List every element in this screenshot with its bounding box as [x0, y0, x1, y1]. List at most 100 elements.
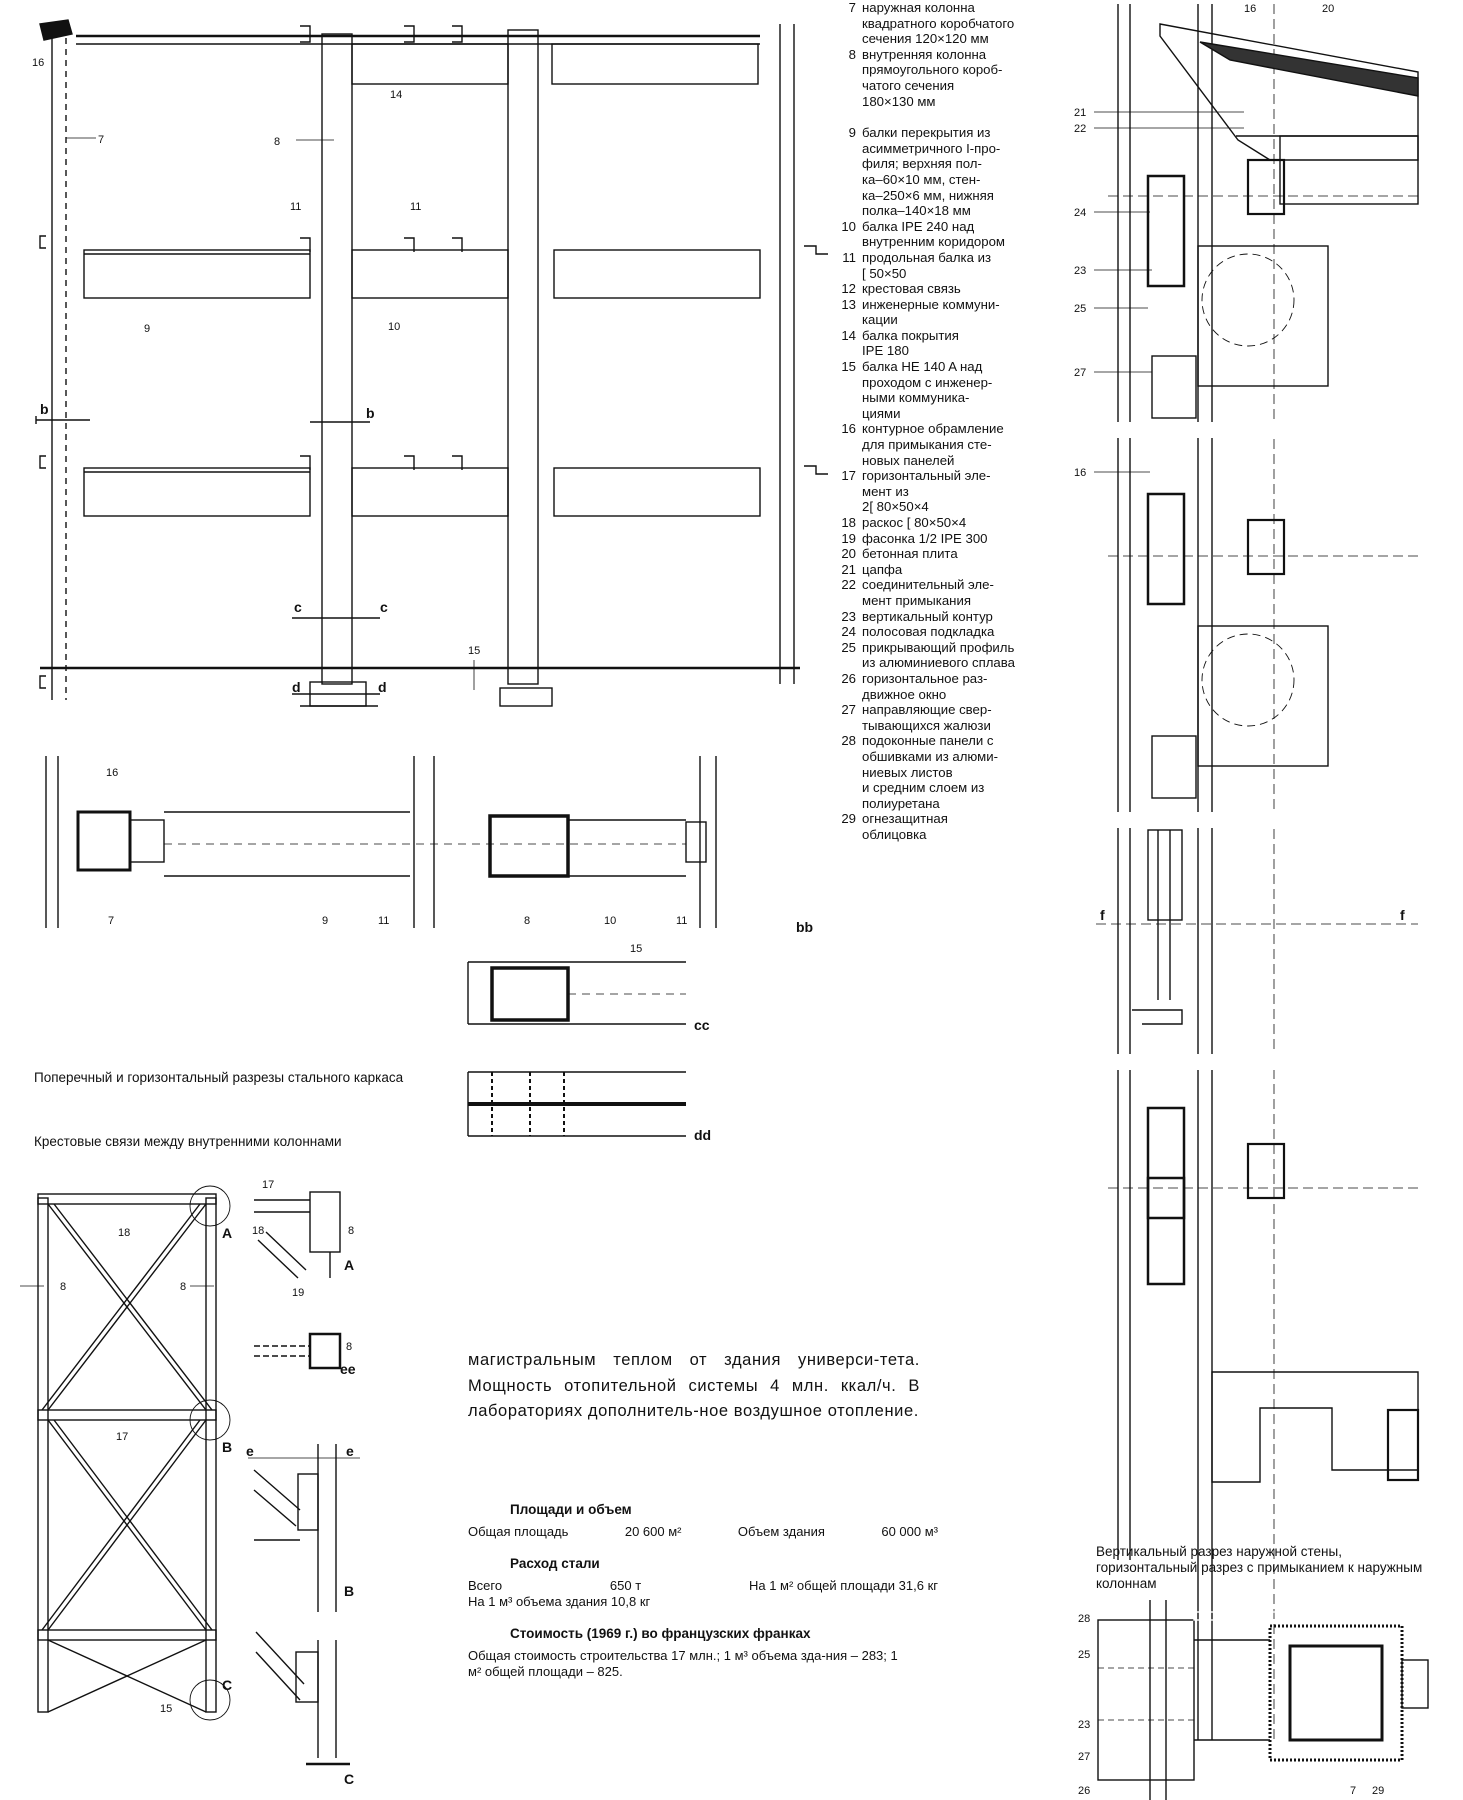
- legend-text: горизонтальный эле- мент из 2[ 80×50×4: [862, 468, 991, 515]
- label-bb-10: 10: [604, 915, 616, 927]
- label-brace-15: 15: [160, 1703, 172, 1715]
- label-det-B: B: [344, 1583, 354, 1599]
- label-B: B: [222, 1439, 232, 1455]
- legend-text: крестовая связь: [862, 281, 961, 297]
- legend-number: 13: [841, 296, 856, 312]
- steel-per-volume: На 1 м³ объема здания 10,8 кг: [468, 1594, 651, 1609]
- legend-text: раскос [ 80×50×4: [862, 515, 967, 530]
- legend-text: наружная колонна квадратного коробчатого…: [862, 0, 1015, 47]
- legend-text: цапфа: [862, 561, 903, 577]
- legend-item: 21 цапфа: [836, 562, 1068, 578]
- total-area-value: 20 600 м²: [624, 1524, 682, 1539]
- legend-text: огнезащитная облицовка: [862, 811, 948, 842]
- label-wall-23b: 23: [1078, 1719, 1090, 1731]
- label-det-A: A: [344, 1257, 354, 1273]
- caption-wall-section: Вертикальный разрез наружной стены, гори…: [1096, 1544, 1423, 1591]
- legend-number: 24: [841, 624, 856, 640]
- label-wall-25b: 25: [1078, 1649, 1090, 1661]
- label-det-C: C: [344, 1771, 354, 1787]
- volume-label: Объем здания: [737, 1524, 825, 1539]
- label-C: C: [222, 1677, 232, 1693]
- wall-horizontal-section: [1097, 1600, 1463, 1800]
- legend-text: полосовая подкладка: [862, 624, 995, 640]
- legend-item: 18 раскос [ 80×50×4: [836, 515, 1068, 531]
- legend-number: 19: [841, 530, 856, 546]
- label-18: 18: [118, 1227, 130, 1239]
- steel-total-value: 650 т: [609, 1578, 642, 1593]
- label-ee: ee: [340, 1361, 356, 1377]
- label-e-right: e: [346, 1443, 354, 1459]
- legend-number: 23: [841, 608, 856, 624]
- label-det-17: 17: [262, 1179, 274, 1191]
- legend-number: 18: [841, 515, 856, 530]
- label-wall-27b: 27: [1078, 1751, 1090, 1763]
- legend-number: 11: [842, 249, 856, 265]
- legend-item: 12 крестовая связь: [836, 281, 1068, 297]
- total-area-label: Общая площадь: [468, 1524, 569, 1539]
- label-wall-24: 24: [1074, 207, 1086, 219]
- body-paragraph: магистральным теплом от здания универси-…: [468, 1351, 920, 1420]
- legend-text: балка IPE 240 над внутренним коридором: [862, 218, 1005, 250]
- legend-number: 15: [841, 359, 856, 375]
- label-c-left: c: [294, 599, 302, 615]
- label-d-left: d: [292, 679, 301, 695]
- legend-text: балки перекрытия из асимметричного I-про…: [862, 125, 1001, 219]
- label-det-8: 8: [348, 1225, 354, 1237]
- legend-text: инженерные коммуни- кации: [862, 296, 1000, 328]
- label-wall-23: 23: [1074, 265, 1086, 277]
- legend-text: фасонка 1/2 IPE 300: [862, 530, 988, 546]
- label-7: 7: [98, 134, 104, 146]
- label-f-left: f: [1100, 907, 1105, 923]
- label-bb-16: 16: [106, 767, 118, 779]
- label-14: 14: [390, 89, 402, 101]
- label-wall-7: 7: [1350, 1785, 1356, 1797]
- legend-text: вертикальный контур: [862, 608, 993, 624]
- legend-number: 12: [841, 281, 856, 297]
- label-e-left: e: [246, 1443, 254, 1459]
- label-17: 17: [116, 1431, 128, 1443]
- legend-text: внутренняя колонна прямоугольного короб-…: [862, 46, 1003, 109]
- legend-number: 27: [841, 702, 856, 718]
- label-A: A: [222, 1225, 232, 1241]
- label-wall-28: 28: [1078, 1613, 1090, 1625]
- label-bb-7: 7: [108, 915, 114, 927]
- cost-text: Общая стоимость строительства 17 млн.; 1…: [468, 1648, 898, 1679]
- legend-number: 21: [841, 561, 856, 577]
- legend-item: 15 балка HE 140 A над проходом с инженер-…: [836, 359, 1068, 421]
- label-bb-9: 9: [322, 915, 328, 927]
- frame-cross-section: [35, 19, 828, 707]
- legend-text: контурное обрамление для примыкания сте-…: [862, 421, 1004, 468]
- cost-title: Стоимость (1969 г.) во французских франк…: [510, 1626, 811, 1641]
- label-bb-11b: 11: [676, 915, 687, 927]
- legend-number: 20: [841, 546, 856, 562]
- legend-number: 28: [841, 733, 856, 749]
- label-det-18: 18: [252, 1225, 264, 1237]
- label-b-right: b: [366, 405, 375, 421]
- legend-number: 14: [841, 327, 856, 343]
- frame-plan-section-bb: [45, 756, 717, 928]
- wall-vertical-section: [1094, 4, 1420, 1740]
- label-9: 9: [144, 323, 150, 335]
- legend-text: балка HE 140 A над проходом с инженер- н…: [862, 359, 993, 421]
- steel-total-label: Всего: [468, 1578, 503, 1593]
- caption-bracing: Крестовые связи между внутренними колонн…: [34, 1134, 342, 1149]
- label-wall-16b: 16: [1074, 467, 1086, 479]
- label-11b: 11: [410, 201, 421, 213]
- legend-text: соединительный эле- мент примыкания: [862, 577, 994, 608]
- legend-number: 17: [841, 468, 856, 484]
- volume-value: 60 000 м³: [881, 1524, 938, 1539]
- detail-sections-cc-dd: [467, 961, 686, 1137]
- label-wall-21: 21: [1074, 107, 1086, 119]
- legend-item: 24 полосовая подкладка: [836, 624, 1068, 640]
